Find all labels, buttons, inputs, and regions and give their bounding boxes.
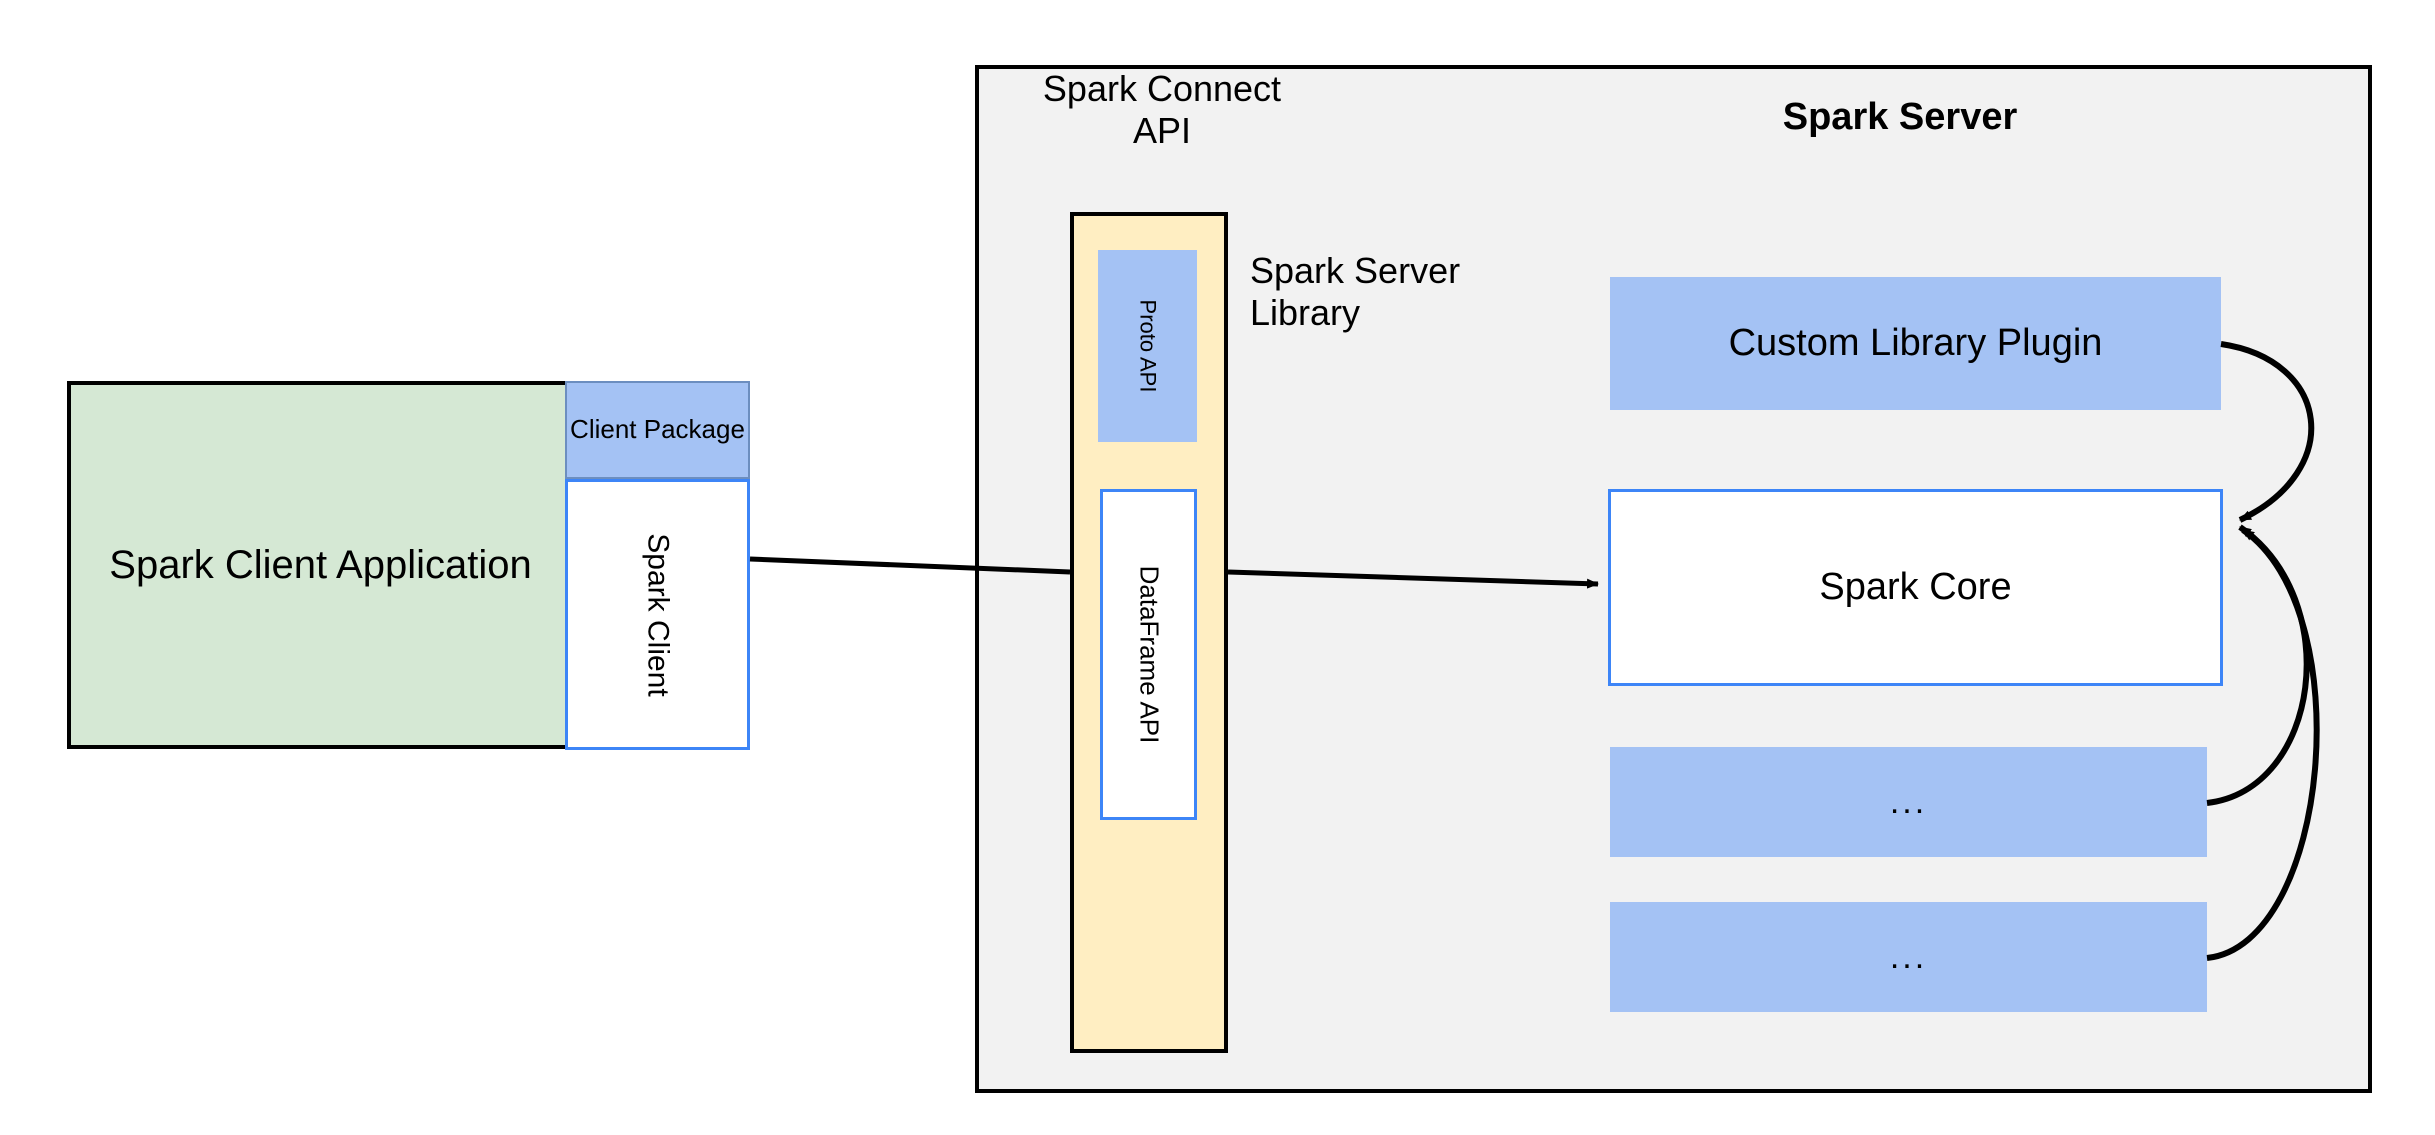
spark-server-title: Spark Server [1782,96,2018,138]
dataframe-api-block[interactable]: DataFrame API [1100,489,1197,820]
spark-core-block[interactable]: Spark Core [1608,489,2223,686]
placeholder-one-label: ... [1889,782,1928,821]
spark-client-label: Spark Client [641,532,675,697]
proto-api-label: Proto API [1135,299,1161,393]
spark-connect-api-label: Spark Connect API [1042,68,1282,152]
spark-client-application-label: Spark Client Application [109,542,532,587]
placeholder-block-two[interactable]: ... [1610,902,2207,1012]
spark-server-library-label: Spark Server Library [1250,250,1461,334]
placeholder-two-label: ... [1889,937,1928,976]
spark-client-application-block[interactable]: Spark Client Application [67,381,574,749]
client-package-block[interactable]: Client Package [565,381,750,479]
spark-core-label: Spark Core [1819,566,2012,608]
proto-api-block[interactable]: Proto API [1098,250,1197,442]
placeholder-block-one[interactable]: ... [1610,747,2207,857]
custom-library-plugin-block[interactable]: Custom Library Plugin [1610,277,2221,410]
dataframe-api-label: DataFrame API [1134,565,1165,744]
custom-library-plugin-label: Custom Library Plugin [1728,322,2103,364]
spark-client-block[interactable]: Spark Client [565,479,750,750]
client-package-label: Client Package [570,414,745,445]
